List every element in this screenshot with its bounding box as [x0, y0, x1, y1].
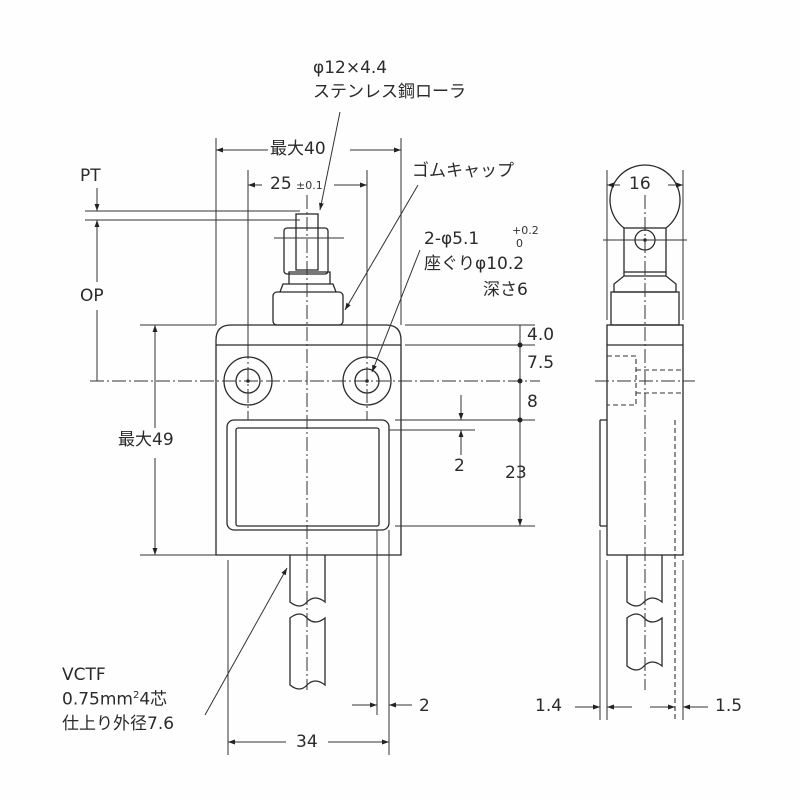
roller-spec-label: φ12×4.4	[313, 58, 388, 78]
mounting-hole-tol-lower: 0	[516, 237, 523, 250]
cable-size-prefix: 0.75mm	[62, 689, 133, 710]
rubber-cap-label: ゴムキャップ	[412, 161, 514, 181]
side-width-label: 16	[629, 174, 651, 194]
side-view	[575, 164, 708, 720]
dim-7-5-label: 7.5	[527, 353, 555, 373]
counterbore-depth-label: 深さ6	[483, 280, 528, 300]
cable-diameter-label: 仕上り外径7.6	[62, 714, 175, 734]
dim-2-bottom-label: 2	[419, 696, 430, 716]
roller-plunger	[272, 213, 344, 326]
dim-23-label: 23	[505, 463, 527, 483]
cable-type-label: VCTF	[62, 665, 106, 685]
dimension-lines	[94, 111, 523, 745]
side-left-offset-label: 1.4	[535, 696, 563, 716]
mounting-hole-tol-upper: +0.2	[512, 224, 539, 237]
body-recess	[226, 419, 390, 531]
dim-34-label: 34	[296, 732, 318, 752]
dim-2-recess-label: 2	[454, 456, 465, 476]
pt-label: PT	[80, 166, 101, 186]
switch-body	[215, 324, 402, 556]
cable-size-suffix: 4芯	[139, 689, 168, 710]
front-view	[90, 195, 540, 690]
side-right-offset-label: 1.5	[715, 696, 743, 716]
dim-8-label: 8	[527, 392, 538, 412]
mounting-hole-spec-label: 2-φ5.1	[424, 229, 480, 249]
cable-size-superscript: 2	[132, 690, 140, 701]
roller-material-label: ステンレス鋼ローラ	[313, 82, 466, 102]
hole-pitch-tolerance: ±0.1	[296, 179, 323, 192]
hole-pitch-label: 25	[270, 174, 292, 194]
max-width-label: 最大40	[270, 139, 326, 159]
counterbore-label: 座ぐりφ10.2	[424, 254, 525, 274]
dim-4-0-label: 4.0	[527, 325, 555, 345]
extension-lines	[85, 138, 535, 755]
max-height-label: 最大49	[118, 430, 174, 450]
cable-size-label: 0.75mm24芯	[62, 691, 167, 709]
op-label: OP	[80, 286, 104, 306]
